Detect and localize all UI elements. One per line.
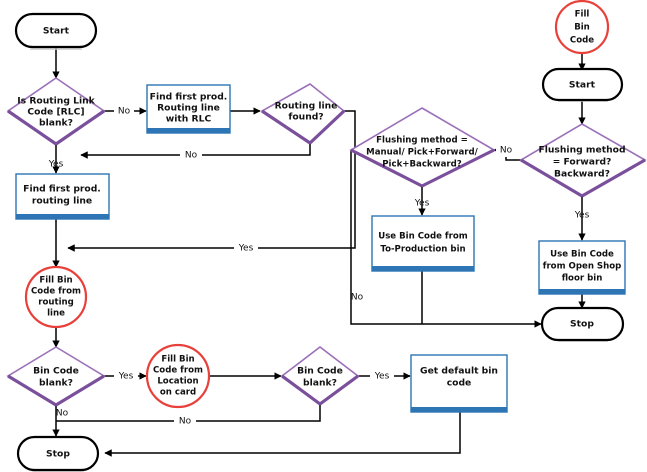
node-stop-right[interactable]: Stop — [540, 306, 625, 342]
node-getdefault-line2: code — [447, 378, 472, 389]
node-find-first-prod-routing-line-with-rlc[interactable]: Find first prod. Routing line with RLC — [146, 84, 231, 134]
node-stop-right-label: Stop — [570, 319, 594, 330]
node-bin-code-blank-2[interactable]: Bin Code blank? — [280, 345, 360, 406]
node-use-bin-code-to-production[interactable]: Use Bin Code from To-Production bin — [371, 215, 475, 272]
edge-label-binblank1-yes: Yes — [118, 372, 134, 382]
node-fill-bin-code[interactable]: Fill Bin Code — [554, 0, 610, 55]
node-fillrouting-line2: Code from — [31, 287, 81, 297]
node-start-right[interactable]: Start — [541, 67, 624, 102]
node-fillrouting-line1: Fill Bin — [39, 276, 72, 286]
node-fillcard-line3: Location — [157, 377, 198, 387]
node-openshop-line2: from Open Shop — [543, 262, 622, 272]
node-fillbincode-line2: Bin — [574, 23, 590, 33]
node-flushmanual-line3: Pick+Backward? — [382, 160, 462, 170]
edge-labels: No Yes No Yes Yes No Yes No No Yes Yes N… — [48, 103, 590, 428]
node-binblank2-line2: blank? — [303, 378, 337, 389]
node-fill-bin-code-from-routing-line[interactable]: Fill Bin Code from routing line — [24, 265, 88, 329]
edge-label-flushmanual-no: No — [351, 293, 364, 303]
node-flushfwd-line2: = Forward? — [553, 157, 612, 168]
node-rlc-line1: Is Routing Link — [17, 96, 95, 107]
edge-label-flushmanual-yes: Yes — [414, 199, 430, 209]
node-fillbincode-line3: Code — [570, 36, 594, 46]
node-flushmanual-line2: Manual/ Pick+Forward/ — [366, 148, 479, 158]
node-is-routing-link-code-blank[interactable]: Is Routing Link Code [RLC] blank? — [6, 77, 106, 146]
edge-label-flushfwd-yes: Yes — [574, 211, 590, 221]
node-flushfwd-line3: Backward? — [554, 169, 610, 180]
node-findprod-line2: routing line — [32, 196, 92, 207]
edge-label-rlc-no: No — [118, 107, 131, 117]
node-stop-left-label: Stop — [46, 449, 70, 460]
node-bin-code-blank-1[interactable]: Bin Code blank? — [6, 346, 106, 407]
node-flushing-method-manual[interactable]: Flushing method = Manual/ Pick+Forward/ … — [349, 107, 496, 188]
node-toproduction-line1: Use Bin Code from — [378, 232, 468, 242]
edge-label-binblank2-no: No — [179, 417, 192, 427]
node-get-default-bin-code[interactable]: Get default bin code — [410, 354, 508, 413]
node-flushing-method-forward-backward[interactable]: Flushing method = Forward? Backward? — [519, 123, 647, 198]
node-findrlc-line3: with RLC — [166, 114, 212, 125]
edge-label-routingfound-no: No — [185, 151, 198, 161]
node-findrlc-line2: Routing line — [157, 103, 220, 114]
node-start-left[interactable]: Start — [14, 12, 98, 50]
node-rlc-line3: blank? — [39, 118, 73, 129]
connectors — [52, 47, 586, 457]
edge-label-binblank1-no: No — [56, 409, 69, 419]
connector-getdefault-to-stop — [104, 412, 461, 457]
connector-routingfound-yes — [67, 110, 356, 252]
node-fillrouting-line4: line — [47, 309, 65, 319]
node-openshop-line1: Use Bin Code — [550, 250, 614, 260]
node-fillcard-line2: Code from — [153, 366, 203, 376]
node-find-first-prod-routing-line[interactable]: Find first prod. routing line — [15, 173, 110, 220]
node-flushmanual-line1: Flushing method = — [376, 136, 468, 146]
node-start-left-label: Start — [43, 26, 70, 37]
node-binblank1-line2: blank? — [39, 378, 73, 389]
node-flushfwd-line1: Flushing method — [538, 145, 625, 156]
edge-label-binblank2-yes: Yes — [374, 372, 390, 382]
node-use-bin-code-open-shop-floor[interactable]: Use Bin Code from Open Shop floor bin — [538, 240, 626, 295]
node-fillbincode-line1: Fill — [575, 10, 590, 20]
edge-label-flushfwd-no: No — [500, 146, 513, 156]
edge-label-routingfound-yes: Yes — [238, 244, 254, 254]
node-binblank2-line1: Bin Code — [297, 366, 343, 377]
connector-routingfound-no — [80, 143, 311, 159]
node-start-right-label: Start — [569, 80, 596, 91]
node-fillrouting-line3: routing — [38, 298, 74, 308]
node-fill-bin-code-from-location-on-card[interactable]: Fill Bin Code from Location on card — [145, 343, 211, 409]
node-routing-line-found[interactable]: Routing line found? — [260, 83, 346, 145]
node-fillcard-line4: on card — [160, 388, 196, 398]
node-getdefault-line1: Get default bin — [420, 366, 498, 377]
node-findprod-line1: Find first prod. — [23, 184, 101, 195]
node-fillcard-line1: Fill Bin — [161, 355, 194, 365]
connector-binblank2-no — [56, 404, 321, 422]
node-rlc-line2: Code [RLC] — [27, 107, 84, 118]
node-routingfound-line2: found? — [288, 112, 323, 123]
connector-flushmanual-no — [350, 150, 542, 328]
node-binblank1-line1: Bin Code — [33, 366, 79, 377]
node-routingfound-line1: Routing line — [275, 101, 338, 112]
node-openshop-line3: floor bin — [562, 274, 603, 284]
edge-label-rlc-yes: Yes — [48, 160, 64, 170]
node-stop-left[interactable]: Stop — [16, 435, 100, 472]
node-findrlc-line1: Find first prod. — [150, 92, 228, 103]
node-toproduction-line2: To-Production bin — [380, 245, 465, 255]
